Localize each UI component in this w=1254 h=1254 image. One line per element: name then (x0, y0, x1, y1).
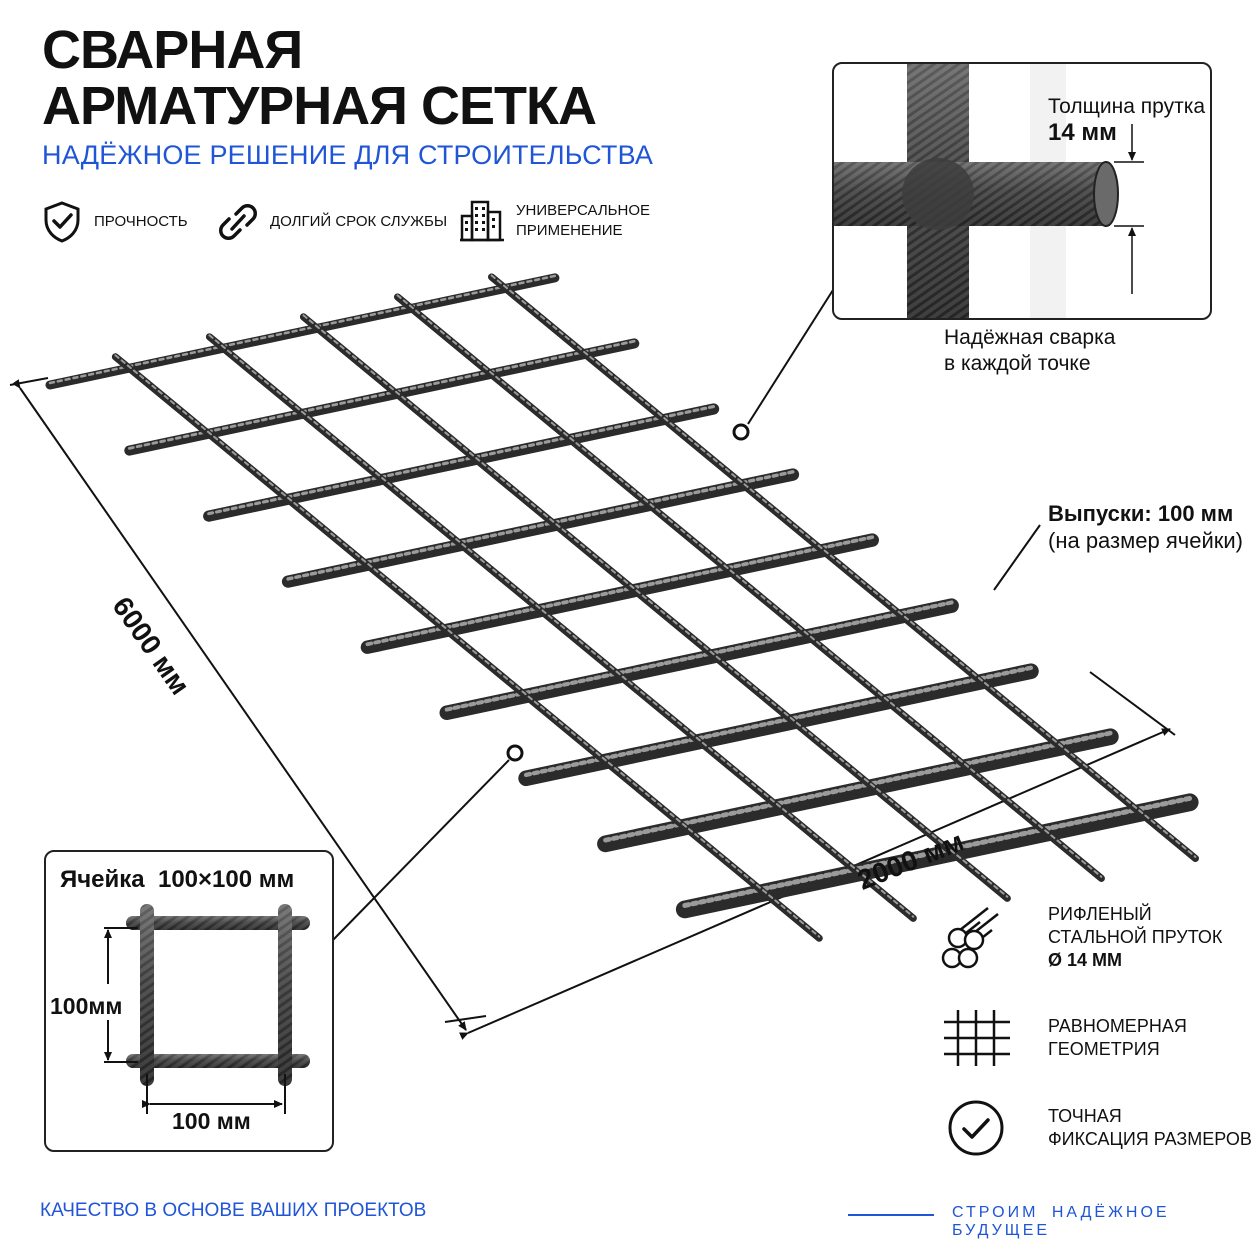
cross-rod (203, 403, 720, 522)
cell-width-label: 100 мм (172, 1108, 251, 1134)
longitudinal-rod (111, 353, 823, 942)
cell-diagram (104, 904, 310, 1114)
spec-geometry-line-1: Равномерная (1048, 1016, 1187, 1036)
thickness-text: Толщина прутка 14 мм (1048, 94, 1205, 147)
rebar-bundle-icon (941, 907, 999, 969)
cross-rod (439, 598, 959, 720)
cross-rod-highlight (365, 535, 875, 647)
feature-label-line-2: применение (516, 222, 623, 239)
cross-rod-highlight (523, 665, 1034, 778)
cell-height-label: 100мм (50, 993, 123, 1020)
spec-geometry: Равномерная геометрия (940, 1008, 1187, 1068)
spec-rebar-text: Рифленый стальной пруток Ø 14 мм (1048, 903, 1222, 972)
spec-rebar-line-2: стальной пруток (1048, 926, 1223, 947)
cross-rod-highlight (207, 404, 716, 516)
cross-rod-highlight (48, 274, 557, 385)
weld-caption-line-2: в каждой точке (944, 352, 1091, 375)
feature-label: Прочность (94, 213, 188, 230)
overhang-note: (на размер ячейки) (1048, 528, 1243, 553)
longitudinal-rod-highlight (490, 274, 1197, 858)
cross-rod-highlight (127, 339, 636, 450)
spec-geometry-line-2: геометрия (1048, 1039, 1160, 1059)
longitudinal-rod (394, 293, 1105, 882)
weld-caption-line-1: Надёжная сварка (944, 326, 1116, 349)
title-line-2: АРМАТУРНАЯ СЕТКА (42, 76, 597, 136)
longitudinal-rod (300, 313, 1011, 902)
longitudinal-rod-highlight (302, 314, 1009, 898)
cross-rod-highlight (682, 795, 1193, 908)
feature-label-line-1: Универсальное (516, 202, 651, 219)
footer-divider (848, 1214, 934, 1216)
cross-rod (281, 468, 800, 588)
thickness-label: Толщина прутка (1048, 95, 1206, 118)
spec-precision-line-2: фиксация размеров (1048, 1129, 1252, 1149)
longitudinal-rod-highlight (396, 294, 1103, 878)
subtitle: НАДЁЖНОЕ РЕШЕНИЕ ДЛЯ СТРОИТЕЛЬСТВА (42, 140, 654, 170)
grid-icon (944, 1010, 1010, 1066)
checkmark-circle-icon (948, 1100, 1004, 1156)
spec-rebar-line-1: Рифленый (1048, 903, 1152, 924)
feature-durability: Долгий срок службы (218, 200, 447, 244)
spec-rebar-line-3: Ø 14 мм (1048, 949, 1123, 970)
longitudinal-rod (205, 333, 917, 922)
longitudinal-rod-highlight (114, 354, 821, 938)
cross-rod (45, 273, 560, 390)
spec-precision-line-1: Точная (1048, 1106, 1122, 1126)
detail-leader-line (747, 289, 834, 425)
cross-rod (675, 793, 1199, 919)
cell-callout: Ячейка 100×100 мм 100мм 100 мм (44, 850, 334, 1152)
rod-detail-callout: Толщина прутка 14 мм (832, 62, 1212, 320)
spec-rebar: Рифленый стальной пруток Ø 14 мм (940, 900, 1222, 974)
feature-label: Универсальное применение (516, 201, 650, 241)
footer-right-slogan: СТРОИМ НАДЁЖНОЕ БУДУЩЕЕ (952, 1204, 1170, 1239)
overhang-caption: Выпуски: 100 мм (на размер ячейки) (1048, 500, 1243, 554)
cross-rod-highlight (444, 600, 954, 712)
cell-title: Ячейка 100×100 мм (60, 866, 295, 893)
page-title: СВАРНАЯ АРМАТУРНАЯ СЕТКА (42, 20, 597, 136)
spec-precision-text: Точная фиксация размеров (1048, 1105, 1252, 1151)
feature-label: Долгий срок службы (270, 213, 448, 230)
overhang-label: Выпуски: 100 мм (1048, 501, 1234, 526)
cross-rod (597, 728, 1119, 853)
cell-leader-dot (506, 744, 524, 762)
feature-strength: Прочность (42, 200, 188, 244)
feature-versatility: Универсальное применение (460, 198, 650, 244)
footer-left-slogan: КАЧЕСТВО В ОСНОВЕ ВАШИХ ПРОЕКТОВ (40, 1200, 427, 1221)
cross-rod (360, 533, 879, 654)
rebar-mesh (45, 273, 1199, 942)
cross-rod-highlight (286, 470, 795, 581)
cell-leader-line (332, 759, 510, 941)
chain-link-icon (219, 204, 257, 240)
cross-rod (518, 663, 1039, 787)
thickness-value: 14 мм (1048, 119, 1117, 146)
cross-rod (124, 338, 640, 456)
rod-closeup-image (834, 64, 1144, 318)
shield-check-icon (44, 201, 80, 243)
cross-rod-highlight (603, 730, 1113, 843)
detail-leader-dot (732, 423, 750, 441)
title-line-1: СВАРНАЯ (42, 20, 303, 80)
spec-geometry-text: Равномерная геометрия (1048, 1015, 1187, 1061)
overhang-leader-line (993, 524, 1041, 591)
spec-precision: Точная фиксация размеров (946, 1098, 1252, 1158)
buildings-icon (460, 200, 504, 242)
weld-caption: Надёжная сварка в каждой точке (944, 325, 1115, 377)
longitudinal-rod-highlight (208, 334, 915, 918)
longitudinal-rod (488, 273, 1199, 862)
